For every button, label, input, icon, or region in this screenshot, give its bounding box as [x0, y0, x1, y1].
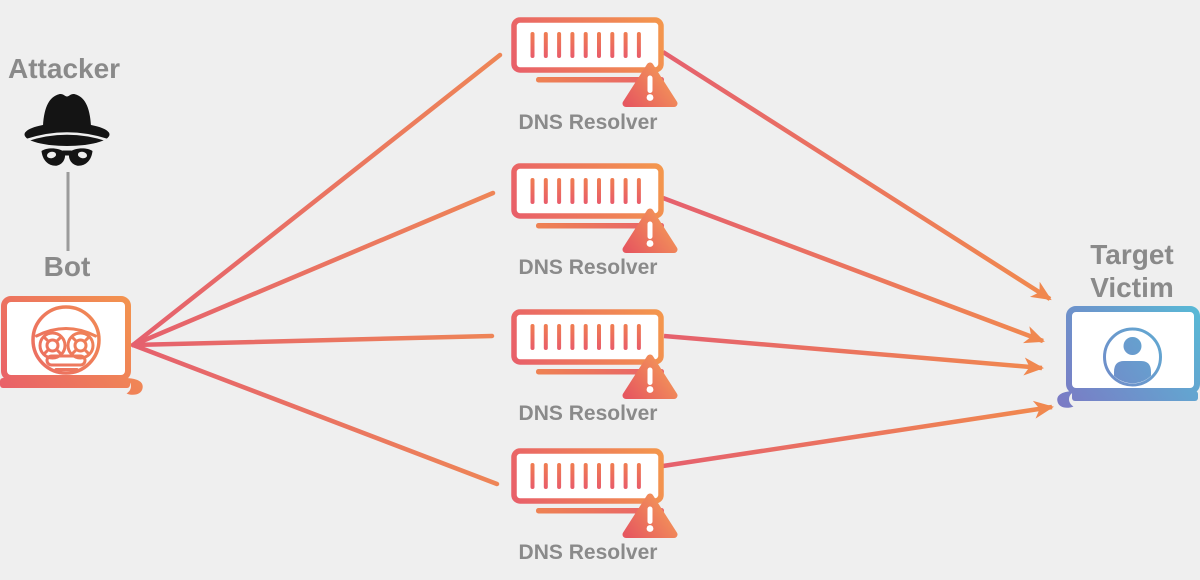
amplified-arrow-3: [663, 333, 1044, 376]
amplified-arrow-4: [662, 400, 1054, 469]
robot-face-icon: [31, 305, 101, 375]
resolver-to-victim-arrows: [661, 50, 1054, 469]
dns-resolver-label-1: DNS Resolver: [518, 111, 658, 134]
dns-resolver-icon-4: [514, 451, 674, 535]
attack-line-1: [130, 52, 503, 348]
amplified-arrow-2: [662, 195, 1045, 344]
dns-resolver-icon-1: [514, 20, 674, 104]
bot-label: Bot: [43, 251, 91, 282]
bot-laptop-icon: [0, 296, 143, 395]
bot-to-resolver-lines: [130, 52, 503, 487]
attacker-hat-icon: [24, 94, 110, 166]
victim-laptop-icon: [1057, 306, 1200, 408]
dns-resolver-icon-2: [514, 166, 674, 250]
attack-line-2: [130, 190, 496, 348]
dns-resolver-icon-3: [514, 312, 674, 396]
dns-resolver-label-2: DNS Resolver: [518, 256, 658, 279]
dns-resolver-label-3: DNS Resolver: [518, 402, 658, 425]
dns-resolver-label-4: DNS Resolver: [518, 541, 658, 564]
person-icon: [1103, 327, 1162, 387]
target-victim-label: Target Victim: [1090, 239, 1174, 303]
amplified-arrow-1: [661, 50, 1052, 301]
attacker-label: Attacker: [8, 53, 121, 84]
attack-line-3: [130, 333, 495, 348]
attack-line-4: [130, 342, 500, 487]
